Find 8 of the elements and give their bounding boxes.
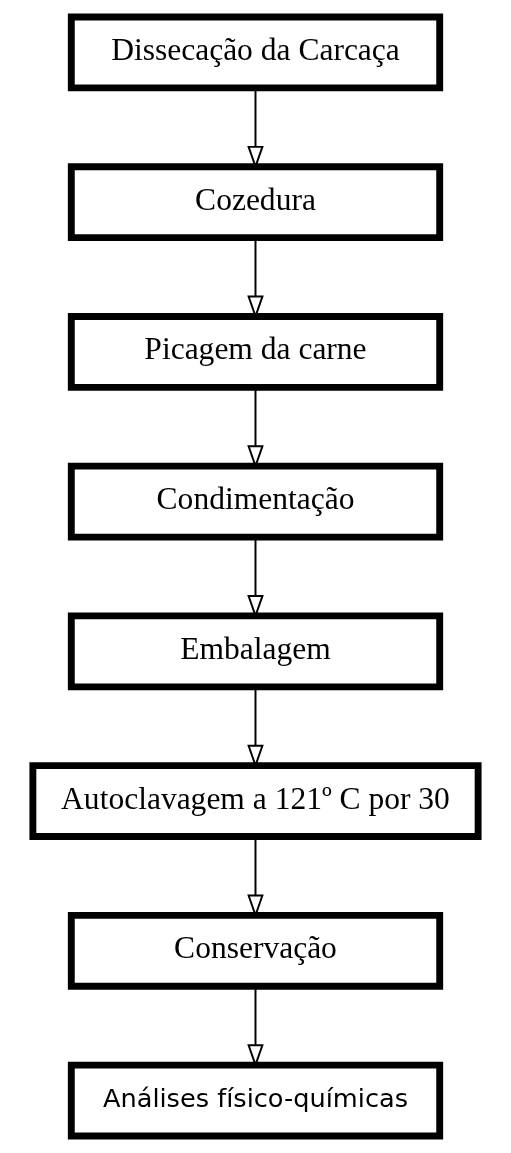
- node-box: Análises físico-químicas: [67, 1061, 444, 1140]
- node-box: Dissecação da Carcaça: [67, 13, 444, 92]
- node-box: Autoclavagem a 121º C por 30: [29, 762, 482, 840]
- node-box: Condimentação: [67, 462, 444, 541]
- node-box: Embalagem: [67, 612, 444, 691]
- node-box: Picagem da carne: [67, 313, 444, 391]
- node-box: Cozedura: [67, 163, 444, 242]
- node-box: Conservação: [67, 911, 444, 990]
